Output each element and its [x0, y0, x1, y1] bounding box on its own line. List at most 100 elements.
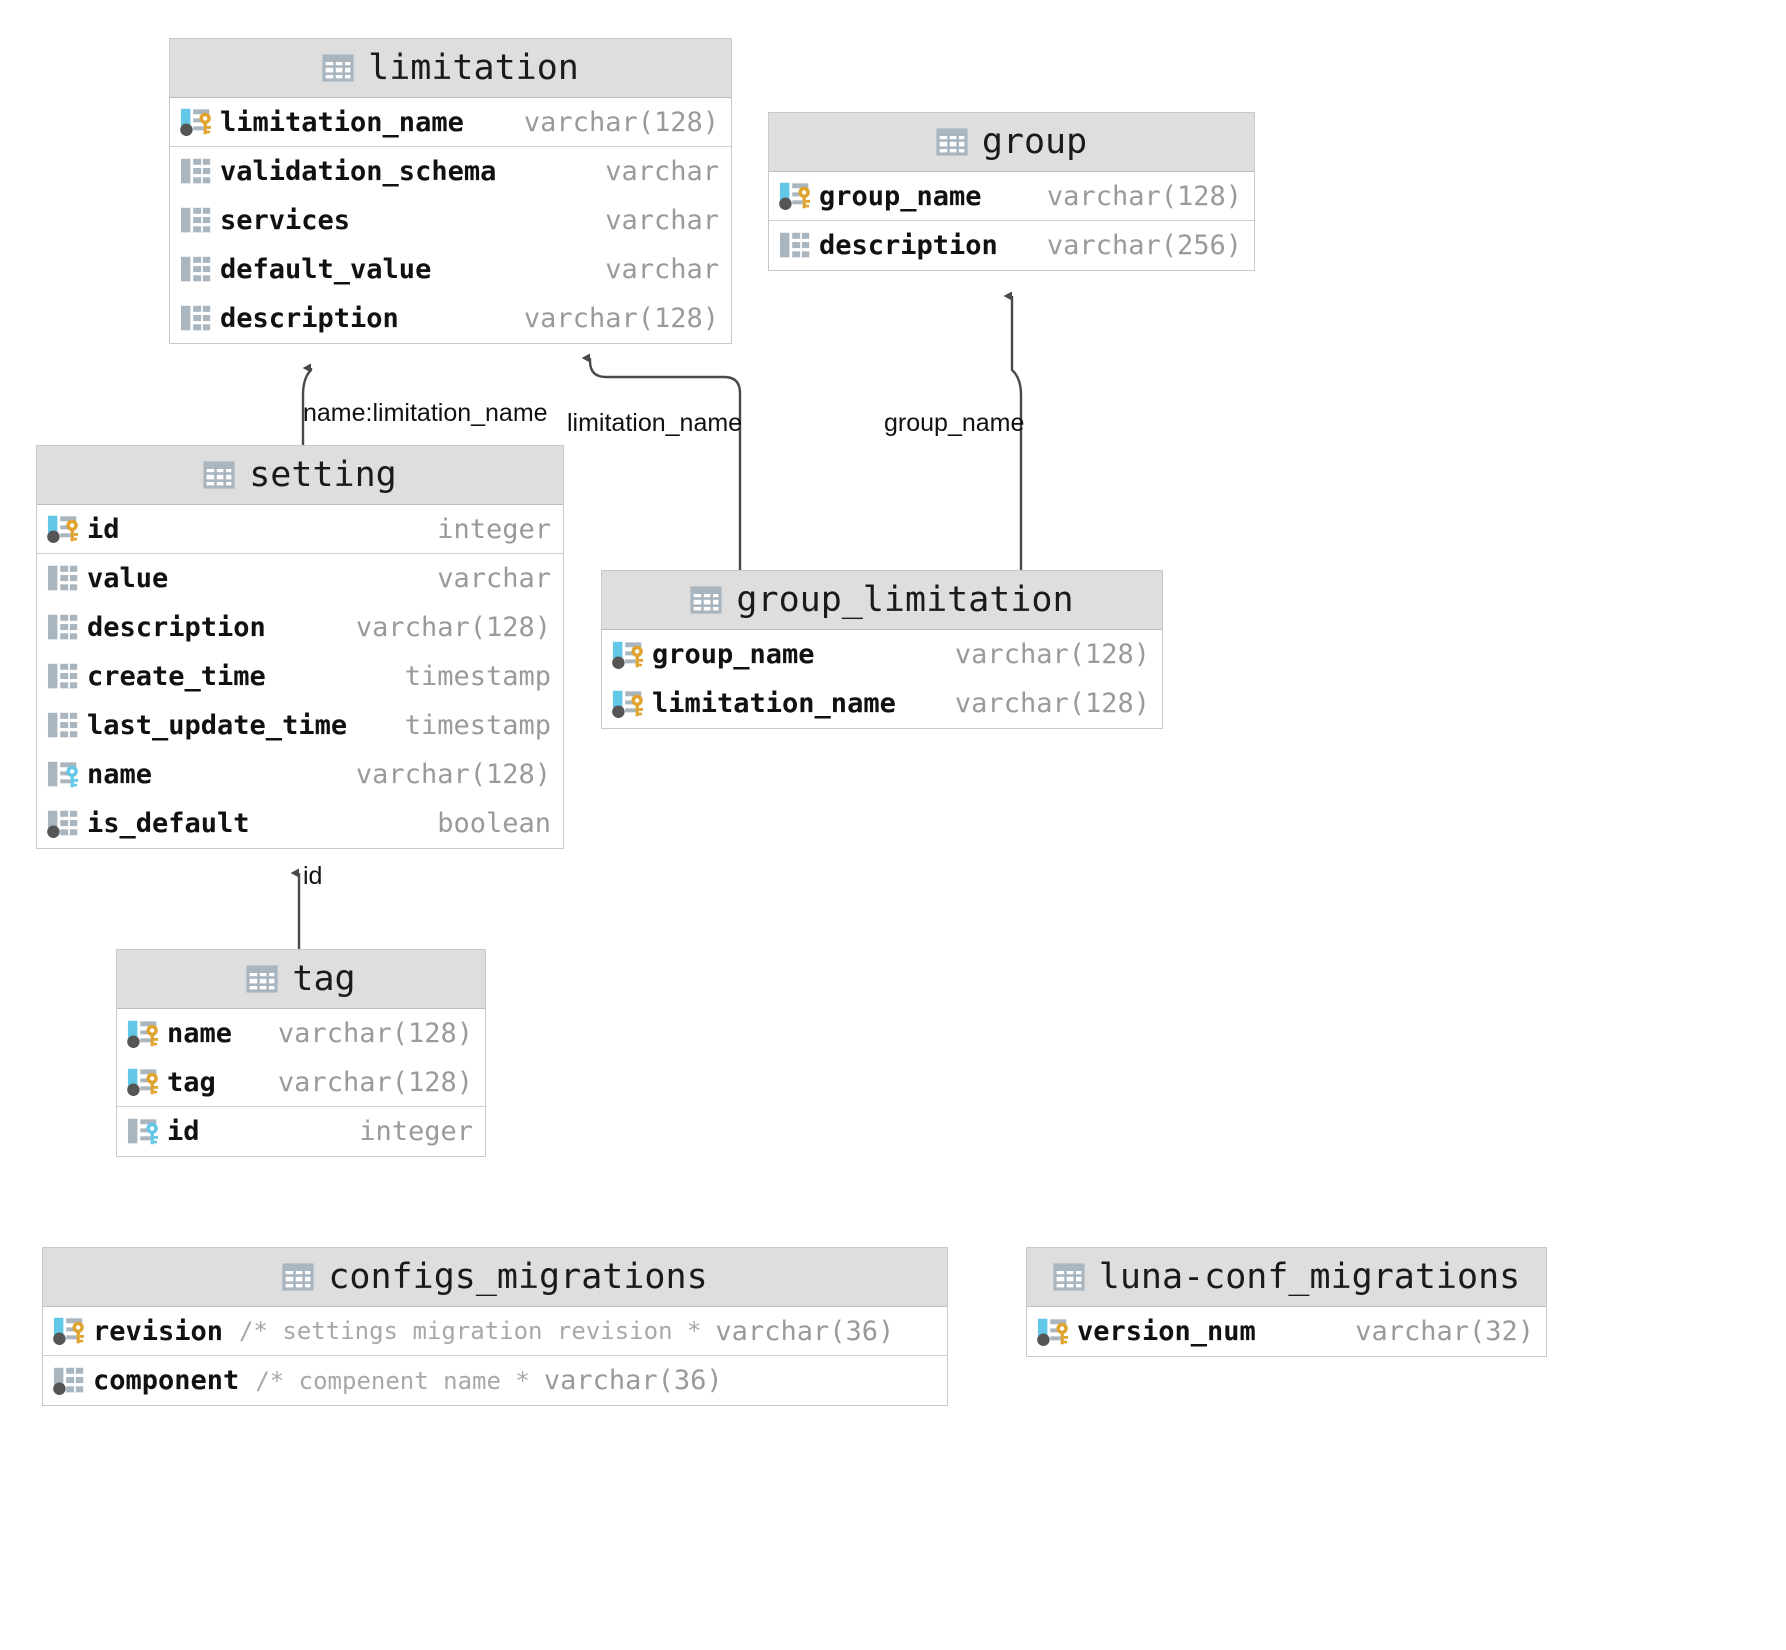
column-name: description [87, 612, 266, 643]
table-icon [246, 963, 278, 995]
column-name: version_num [1077, 1316, 1256, 1347]
column-name: description [220, 303, 399, 334]
table-row[interactable]: revision/* settings migration revision *… [43, 1307, 947, 1356]
table-row[interactable]: description varchar(128) [170, 294, 731, 343]
table-row[interactable]: tag varchar(128) [117, 1058, 485, 1107]
table-name: limitation [368, 48, 579, 88]
column-icon [47, 662, 81, 692]
table-icon [1053, 1261, 1085, 1293]
column-name: description [819, 230, 998, 261]
table-row[interactable]: name varchar(128) [37, 750, 563, 799]
primary-key-icon [127, 1067, 161, 1097]
column-type: varchar(128) [523, 106, 719, 138]
table-name: group [981, 122, 1088, 162]
table-header-group[interactable]: group [769, 113, 1254, 172]
table-header-configs_migrations[interactable]: configs_migrations [43, 1248, 947, 1307]
column-name: limitation_name [652, 688, 896, 719]
primary-key-icon [612, 689, 646, 719]
column-type: varchar(128) [277, 1066, 473, 1098]
primary-key-icon [180, 107, 214, 137]
column-icon [180, 304, 214, 334]
table-row[interactable]: group_name varchar(128) [769, 172, 1254, 221]
primary-key-icon [612, 640, 646, 670]
not-null-icon [53, 1366, 87, 1396]
primary-key-icon [47, 514, 81, 544]
column-name: tag [167, 1066, 216, 1098]
column-list: revision/* settings migration revision *… [43, 1307, 947, 1405]
table-row[interactable]: version_num varchar(32) [1027, 1307, 1546, 1356]
table-name: setting [249, 455, 397, 495]
column-icon [180, 206, 214, 236]
relationship-label-group_limitation-to-group: group_name [884, 409, 1025, 437]
column-name: validation_schema [220, 156, 497, 187]
column-name: limitation_name [220, 106, 464, 138]
primary-key-icon [779, 181, 813, 211]
table-row[interactable]: limitation_name varchar(128) [170, 98, 731, 147]
table-row[interactable]: is_default boolean [37, 799, 563, 848]
column-name: group_name [819, 180, 982, 212]
column-type: varchar [437, 563, 551, 594]
column-type: varchar(36) [715, 1315, 895, 1347]
column-name: name [87, 759, 153, 790]
table-header-limitation[interactable]: limitation [170, 39, 731, 98]
table-icon [322, 52, 354, 84]
column-type: varchar [605, 254, 719, 285]
table-luna-conf_migrations[interactable]: luna-conf_migrations version_num varchar(3… [1026, 1247, 1547, 1357]
table-name: group_limitation [736, 580, 1074, 620]
column-icon [180, 255, 214, 285]
column-icon [47, 613, 81, 643]
column-name: revision [93, 1315, 224, 1347]
relationship-label-tag-to-setting: id [303, 862, 323, 890]
column-icon [47, 564, 81, 594]
table-header-group_limitation[interactable]: group_limitation [602, 571, 1162, 630]
column-name: is_default [87, 808, 250, 839]
column-type: varchar(128) [954, 688, 1150, 719]
column-icon [180, 157, 214, 187]
table-name: tag [292, 959, 356, 999]
column-type: boolean [437, 808, 551, 839]
column-name: id [167, 1116, 200, 1147]
column-icon [779, 231, 813, 261]
column-name: create_time [87, 661, 266, 692]
table-header-luna-conf_migrations[interactable]: luna-conf_migrations [1027, 1248, 1546, 1307]
not-null-icon [47, 809, 81, 839]
column-name: services [220, 205, 351, 236]
table-name: luna-conf_migrations [1098, 1257, 1521, 1297]
table-row[interactable]: limitation_name varchar(128) [602, 679, 1162, 728]
unique-key-icon [47, 760, 81, 790]
table-header-setting[interactable]: setting [37, 446, 563, 505]
relationship-label-setting-to-limitation: name:limitation_name [303, 399, 548, 427]
table-header-tag[interactable]: tag [117, 950, 485, 1009]
column-name: last_update_time [87, 710, 348, 741]
column-type: varchar(128) [1046, 180, 1242, 212]
column-list: limitation_name varchar(128) validation_sc… [170, 98, 731, 343]
table-row[interactable]: component/* compenent name *varchar(36) [43, 1356, 947, 1405]
column-type: varchar(128) [355, 759, 551, 790]
column-type: varchar(128) [523, 303, 719, 334]
column-name: id [87, 513, 120, 545]
relationship-label-group_limitation-to-limitation: limitation_name [567, 409, 743, 437]
column-type: varchar(32) [1355, 1316, 1534, 1347]
table-limitation[interactable]: limitation limitation_name varchar(128) val… [169, 38, 732, 344]
